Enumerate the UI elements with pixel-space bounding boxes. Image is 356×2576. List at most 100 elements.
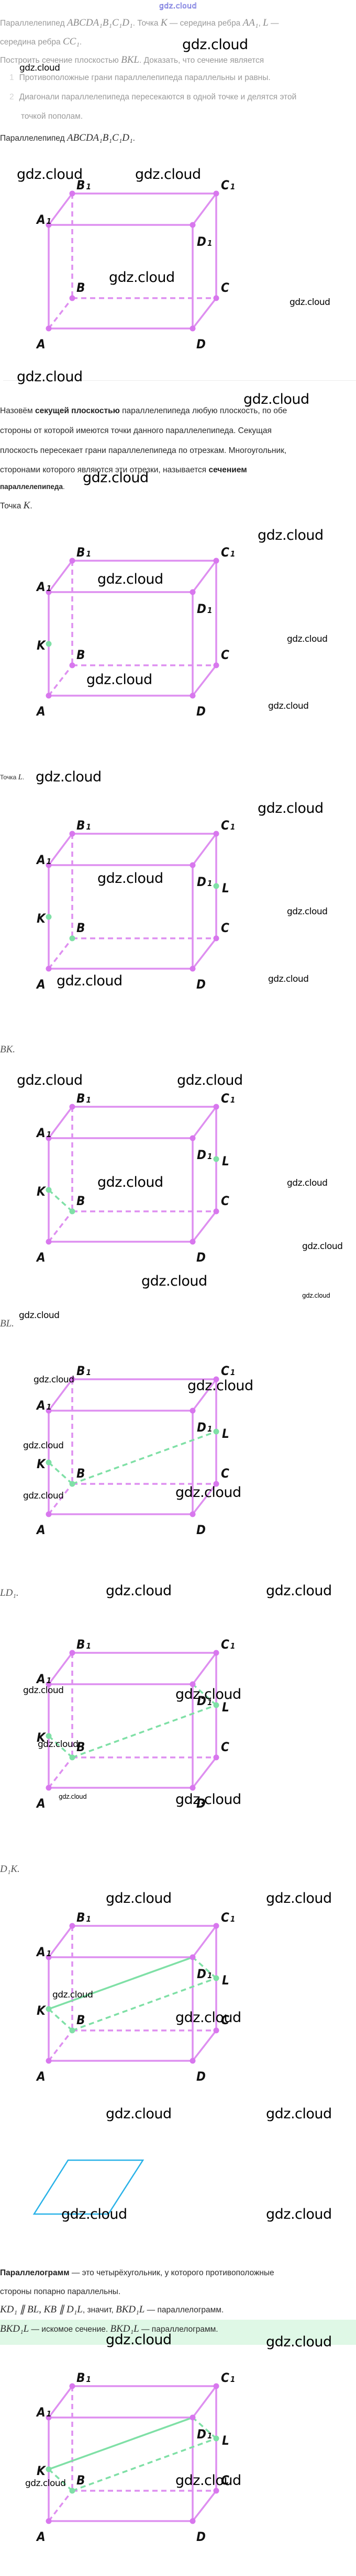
watermark: gdz.cloud bbox=[38, 1739, 79, 1750]
hint-number: 1 bbox=[9, 73, 14, 82]
watermark: gdz.cloud bbox=[23, 1685, 64, 1696]
point-k bbox=[46, 1459, 52, 1466]
task-text: середина ребра bbox=[0, 38, 63, 47]
step-text: Точка bbox=[0, 774, 18, 781]
vertex-c bbox=[213, 1208, 219, 1215]
edge-d1c1 bbox=[192, 560, 217, 593]
watermark: gdz.cloud bbox=[266, 2106, 332, 2122]
watermark: gdz.cloud bbox=[36, 769, 102, 785]
vertex-label-b: B bbox=[76, 648, 85, 662]
section-segment-bk bbox=[48, 1189, 73, 1212]
point-label-k: K bbox=[37, 1457, 47, 1471]
watermark: gdz.cloud bbox=[258, 527, 324, 543]
step-math: L bbox=[18, 773, 23, 781]
section-segment-d1k bbox=[48, 2416, 193, 2470]
vertex-d bbox=[190, 1785, 196, 1791]
point-l bbox=[213, 883, 219, 889]
vertex-d1 bbox=[190, 1681, 196, 1687]
step-text: Точка bbox=[0, 502, 24, 510]
vertex-a bbox=[46, 2058, 52, 2064]
watermark: gdz.cloud bbox=[59, 1793, 87, 1800]
watermark: gdz.cloud bbox=[97, 870, 163, 887]
vertex-d bbox=[190, 693, 196, 699]
watermark: gdz.cloud bbox=[268, 701, 309, 711]
vertex-label-c1-subscript: 1 bbox=[230, 1641, 235, 1651]
task-math: K bbox=[160, 17, 168, 28]
vertex-label-b1-subscript: 1 bbox=[86, 1368, 91, 1377]
definition-text: стороны от которой имеются точки данного… bbox=[0, 426, 272, 435]
vertex-b bbox=[69, 2488, 75, 2494]
definition-term: Параллелограмм bbox=[0, 2268, 70, 2277]
vertex-c1 bbox=[213, 1923, 219, 1929]
task-math: BKL bbox=[121, 54, 139, 65]
vertex-a bbox=[46, 693, 52, 699]
vertex-label-c: C bbox=[221, 1740, 229, 1754]
vertex-label-c1-subscript: 1 bbox=[230, 182, 235, 191]
edge-a1b1 bbox=[48, 560, 73, 593]
edge-a1b1 bbox=[48, 192, 73, 226]
vertex-label-a: A bbox=[36, 1250, 46, 1265]
definition-term: секущей плоскостью bbox=[35, 406, 120, 415]
edge-ab-hidden bbox=[48, 937, 73, 970]
vertex-b1 bbox=[69, 1376, 75, 1382]
solution-intro: Параллелепипед ABCDA₁B₁C₁D₁. bbox=[0, 132, 135, 144]
vertex-label-a1-subscript: 1 bbox=[47, 584, 51, 593]
vertex-c bbox=[213, 1481, 219, 1487]
vertex-label-d1-subscript: 1 bbox=[207, 606, 212, 615]
watermark: gdz.cloud bbox=[268, 974, 309, 984]
point-l bbox=[213, 1428, 219, 1435]
answer-math: BKD₁L bbox=[0, 2323, 29, 2334]
edge-d1c1 bbox=[192, 2385, 217, 2419]
vertex-label-a: A bbox=[36, 704, 46, 719]
vertex-label-a: A bbox=[36, 1796, 46, 1811]
edge-ab-hidden bbox=[48, 1210, 73, 1243]
section-segment-bl bbox=[72, 1977, 217, 2032]
vertex-label-c: C bbox=[221, 2473, 229, 2488]
section-segment-bk bbox=[48, 2008, 73, 2032]
point-l bbox=[213, 1702, 219, 1708]
vertex-label-a: A bbox=[36, 337, 46, 351]
vertex-c bbox=[213, 2027, 219, 2034]
step-segment-bl: BL. bbox=[0, 1318, 14, 1329]
watermark: gdz.cloud bbox=[19, 1310, 60, 1321]
point-k bbox=[46, 641, 52, 647]
vertex-label-b: B bbox=[76, 1740, 85, 1754]
vertex-label-d: D bbox=[196, 1250, 206, 1265]
vertex-label-b1-subscript: 1 bbox=[86, 1641, 91, 1651]
watermark: gdz.cloud bbox=[287, 1178, 328, 1188]
hint-text: Диагонали параллелепипеда пересекаются в… bbox=[19, 93, 297, 101]
vertex-label-d: D bbox=[196, 704, 206, 719]
solution-math: ABCDA₁B₁C₁D₁ bbox=[66, 132, 133, 143]
vertex-d1 bbox=[190, 222, 196, 228]
vertex-b bbox=[69, 1481, 75, 1487]
watermark: gdz.cloud bbox=[106, 1890, 172, 1907]
vertex-label-b: B bbox=[76, 280, 85, 295]
vertex-d bbox=[190, 1511, 196, 1517]
definition-line: стороны от которой имеются точки данного… bbox=[0, 426, 272, 436]
vertex-label-b1-subscript: 1 bbox=[86, 549, 91, 559]
vertex-a1 bbox=[46, 1954, 52, 1960]
vertex-a1 bbox=[46, 862, 52, 868]
vertex-label-a1-subscript: 1 bbox=[47, 1949, 51, 1958]
conclusion-line: KD₁ ∥ BL, KB ∥ D₁L, значит, BKD₁L — пара… bbox=[0, 2303, 224, 2316]
edge-dc bbox=[192, 2490, 217, 2522]
watermark: gdz.cloud bbox=[266, 2206, 332, 2222]
vertex-b bbox=[69, 1208, 75, 1215]
vertex-d bbox=[190, 2518, 196, 2524]
vertex-c1 bbox=[213, 1376, 219, 1382]
edge-ab-hidden bbox=[48, 297, 73, 330]
vertex-b bbox=[69, 2027, 75, 2034]
answer-text: — параллелограмм. bbox=[139, 2325, 218, 2334]
edge-ab-hidden bbox=[48, 2029, 73, 2062]
watermark: gdz.cloud bbox=[175, 2472, 241, 2489]
